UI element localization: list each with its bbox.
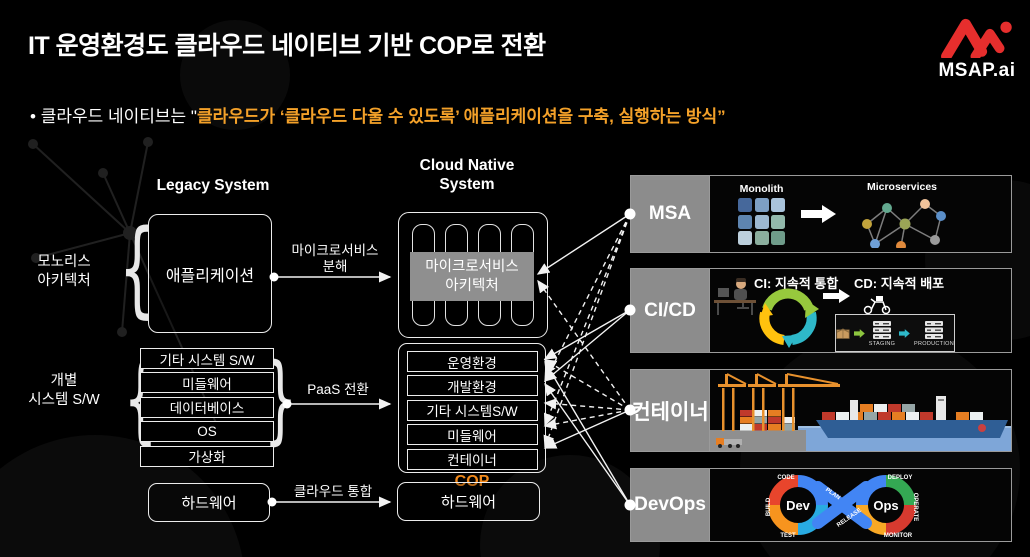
port-cranes (718, 373, 840, 431)
microservices-network-icon (862, 198, 946, 248)
legacy-hardware-box: 하드웨어 (148, 483, 270, 522)
cloud-native-header: Cloud Native System (419, 157, 515, 194)
green-arrow-icon (853, 328, 865, 338)
devops-segment-label: CODE (777, 475, 794, 481)
monolith-caption: Monolith (739, 183, 784, 195)
cloud-integration-arrow-label: 클라우드 통합 (293, 484, 373, 499)
panel-cicd-content: CI: 지속적 통합 CD: 지속적 배포 (709, 269, 1011, 352)
teal-arrow-icon (899, 328, 911, 338)
panel-msa-label: MSA (631, 176, 709, 252)
bullet-prefix: 클라우드 네이티브는 " (40, 107, 197, 126)
staging-caption: STAGING (868, 340, 896, 347)
msa-decompose-arrow-label: 마이크로서비스 분해 (291, 243, 379, 275)
cop-stack: 운영환경 개발환경 기타 시스템S/W 미들웨어 컨테이너 (406, 351, 538, 473)
panel-cicd-label: CI/CD (631, 269, 709, 352)
production-server: PRODUCTION (914, 320, 954, 347)
developer-at-desk-icon (714, 278, 756, 315)
msap-logo: MSAP.ai (938, 16, 1016, 82)
dev-label: Dev (786, 498, 811, 513)
cop-stack-row: 개발환경 (406, 375, 538, 397)
legacy-stack-row: 기타 시스템 S/W (140, 348, 274, 369)
cop-stack-row: 컨테이너 (406, 448, 538, 470)
devops-infinity-icon: CODE PLAN BUILD TEST RELEASE DEPLOY OPER… (766, 475, 918, 539)
left-brace-monolith: { (118, 207, 156, 329)
individual-system-label: 개별 시스템 S/W (28, 373, 100, 408)
msap-logo-mark-icon (941, 18, 1012, 58)
legacy-system-header: Legacy System (156, 177, 270, 194)
paas-arrow-label: PaaS 전환 (307, 382, 369, 397)
container-port-scene (710, 373, 1011, 451)
panel-container-content (709, 370, 1011, 451)
panel-msa-content: Monolith Microservices (709, 176, 1011, 252)
panel-devops: DevOps CODE PLAN BUIL (630, 468, 1012, 542)
panel-container-label: 컨테이너 (631, 370, 709, 451)
monolith-figure: Monolith (738, 183, 785, 245)
server-rack-icon (925, 320, 944, 339)
production-caption: PRODUCTION (914, 340, 955, 347)
ci-caption: CI: 지속적 통합 (754, 276, 839, 291)
msap-logo-wordmark: MSAP.ai (938, 60, 1016, 81)
ci-cycle-icon (759, 288, 819, 348)
right-arrow-icon (801, 205, 836, 223)
panel-devops-content: CODE PLAN BUILD TEST RELEASE DEPLOY OPER… (709, 469, 1011, 541)
legacy-stack: 기타 시스템 S/W 미들웨어 데이터베이스 OS 가상화 (140, 348, 274, 470)
server-rack-icon (872, 320, 891, 339)
application-box: 애플리케이션 (148, 214, 272, 333)
page-title: IT 운영환경도 클라우드 네이티브 기반 COP로 전환 (28, 32, 546, 60)
devops-segment-label: OPERATE (912, 493, 918, 522)
cop-stack-box: 운영환경 개발환경 기타 시스템S/W 미들웨어 컨테이너 COP (398, 343, 546, 490)
ops-label: Ops (873, 498, 898, 513)
devops-segment-label: MONITOR (884, 533, 913, 539)
cop-stack-row: 기타 시스템S/W (406, 399, 538, 421)
devops-segment-label: DEPLOY (888, 475, 913, 481)
microservices-figure: Microservices (853, 181, 951, 248)
monolith-architecture-label: 모노리스 아키텍처 (37, 254, 91, 289)
cd-caption: CD: 지속적 배포 (854, 276, 945, 291)
container-stacks (740, 410, 795, 431)
cop-stack-row: 미들웨어 (406, 424, 538, 446)
bullet-highlight: 클라우드가 ‘클라우드 다울 수 있도록’ 애플리케이션을 구축, 실행하는 방… (196, 107, 726, 126)
cop-label: COP (454, 472, 490, 490)
microservices-caption: Microservices (866, 180, 938, 193)
panel-devops-label: DevOps (631, 469, 709, 541)
delivery-scooter-icon (863, 296, 891, 315)
bullet-marker: • (30, 107, 36, 126)
staging-server: STAGING (869, 320, 895, 347)
legacy-stack-row: OS (140, 421, 274, 443)
panel-cicd: CI/CD CI: 지속적 통합 CD: 지속적 배포 (630, 268, 1012, 353)
legacy-stack-row: 가상화 (140, 445, 274, 467)
monolith-grid-icon (738, 198, 785, 245)
devops-segment-label: BUILD (766, 497, 772, 516)
truck (716, 438, 742, 448)
right-arrow-icon (823, 289, 850, 303)
ship-deck-containers (822, 404, 983, 420)
legacy-stack-row: 데이터베이스 (140, 396, 274, 418)
microservices-architecture-overlay: 마이크로서비스 아키텍처 (410, 252, 534, 301)
package-icon (836, 328, 850, 339)
devops-segment-label: TEST (780, 533, 796, 539)
panel-msa: MSA Monolith Microservices (630, 175, 1012, 253)
subtitle-bullet: • 클라우드 네이티브는 "클라우드가 ‘클라우드 다울 수 있도록’ 애플리케… (30, 102, 726, 127)
legacy-stack-row: 미들웨어 (140, 372, 274, 394)
cloud-hardware-box: 하드웨어 (397, 482, 540, 521)
panel-container: 컨테이너 (630, 369, 1012, 452)
cop-stack-row: 운영환경 (406, 351, 538, 372)
cd-pipeline-box: STAGING PRODUCTION (835, 314, 955, 352)
